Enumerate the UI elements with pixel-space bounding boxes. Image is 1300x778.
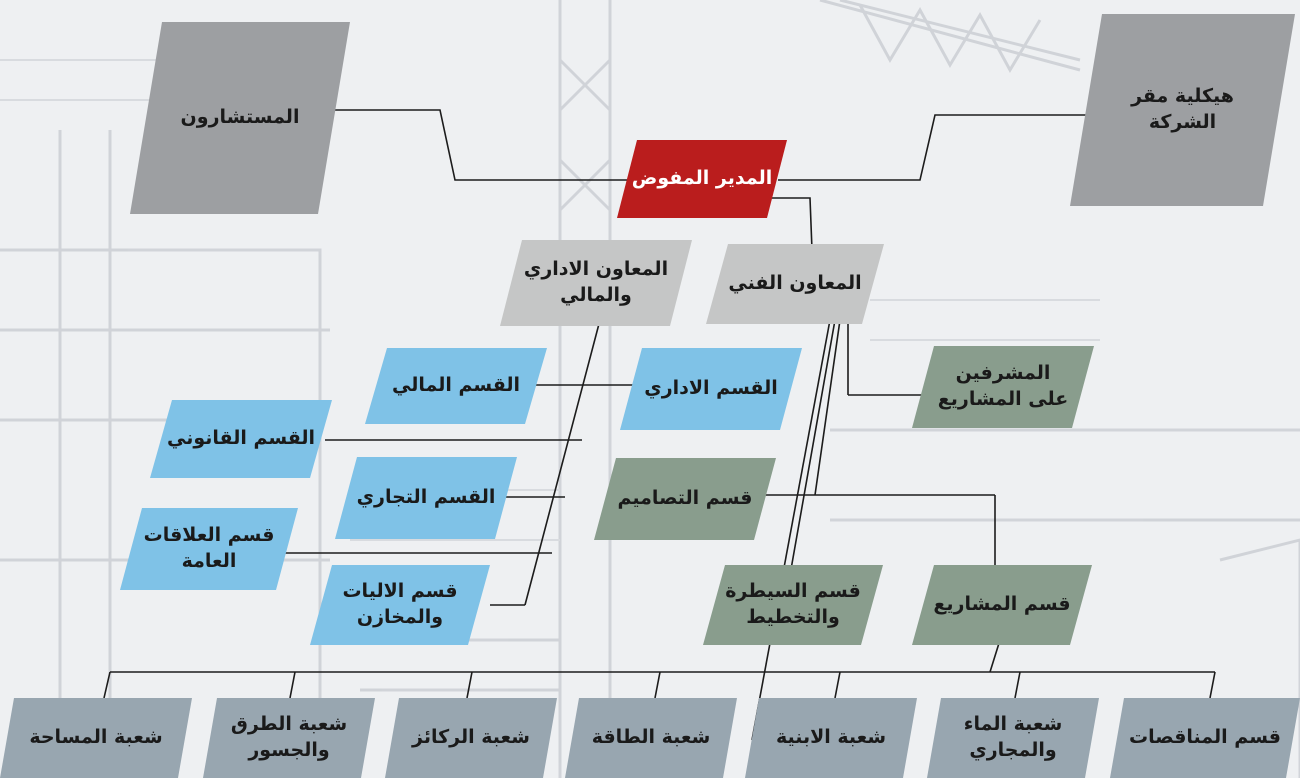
node-tenders-div: قسم المناقصات	[1110, 698, 1300, 778]
node-hq-structure: هيكلية مقر الشركة	[1070, 14, 1295, 206]
node-control-dept: قسم السيطرة والتخطيط	[703, 565, 883, 645]
node-finance-dept: القسم المالي	[365, 348, 547, 424]
node-machinery-dept: قسم الاليات والمخازن	[310, 565, 490, 645]
line-hq	[778, 114, 1092, 181]
node-pr-dept: قسم العلاقات العامة	[120, 508, 298, 590]
node-design-dept: قسم التصاميم	[594, 458, 776, 540]
line-admin-vertical	[524, 319, 601, 606]
node-director: المدير المفوض	[617, 140, 787, 218]
node-commercial-dept: القسم التجاري	[335, 457, 517, 539]
node-survey-div: شعبة المساحة	[0, 698, 192, 778]
node-admin-dept: القسم الاداري	[620, 348, 802, 430]
node-water-div: شعبة الماء والمجاري	[927, 698, 1099, 778]
node-roads-div: شعبة الطرق والجسور	[203, 698, 375, 778]
line-consultants	[300, 109, 640, 181]
node-consultants: المستشارون	[130, 22, 350, 214]
node-energy-div: شعبة الطاقة	[565, 698, 737, 778]
line-projects-bus	[989, 639, 1001, 673]
node-tech-assistant: المعاون الفني	[706, 244, 884, 324]
node-pillars-div: شعبة الركائز	[385, 698, 557, 778]
node-supervisors: المشرفين على المشاريع	[912, 346, 1094, 428]
node-buildings-div: شعبة الابنية	[745, 698, 917, 778]
node-admin-fin-assistant: المعاون الاداري والمالي	[500, 240, 692, 326]
node-projects-dept: قسم المشاريع	[912, 565, 1092, 645]
line-director-tech	[770, 197, 813, 251]
node-legal-dept: القسم القانوني	[150, 400, 332, 478]
